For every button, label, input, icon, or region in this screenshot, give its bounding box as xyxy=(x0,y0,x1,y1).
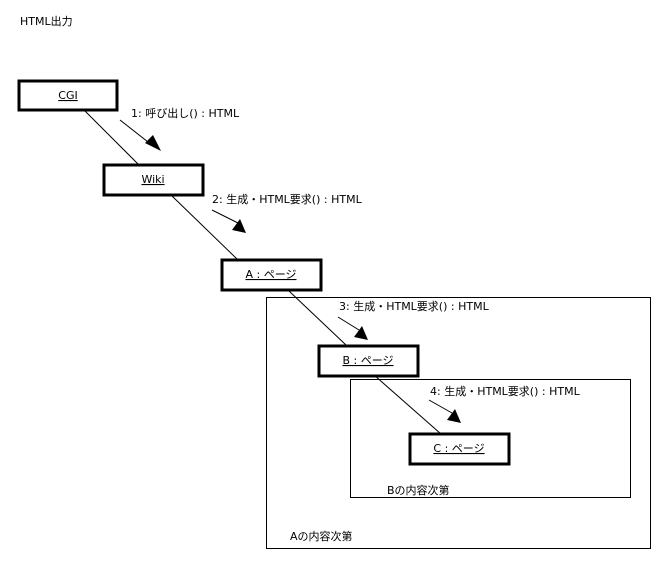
object-a-page[interactable]: A : ページ xyxy=(220,258,323,292)
message-label-3: 3: 生成・HTML要求() : HTML xyxy=(339,299,490,313)
frame-a-label: Aの内容次第 xyxy=(290,529,353,543)
message-arrow-1 xyxy=(119,119,161,151)
object-wiki[interactable]: Wiki xyxy=(102,163,205,197)
svg-text:C : ページ: C : ページ xyxy=(433,442,484,455)
link-b-c xyxy=(373,374,442,435)
frame-b xyxy=(350,379,631,498)
object-cgi[interactable]: CGI xyxy=(17,79,119,112)
message-arrow-3 xyxy=(337,316,368,340)
message-label-2: 2: 生成・HTML要求() : HTML xyxy=(212,192,363,206)
link-a-b xyxy=(288,290,347,346)
object-b-page[interactable]: B : ページ xyxy=(317,344,420,378)
frame-b-label: Bの内容次第 xyxy=(387,483,450,497)
svg-text:Wiki: Wiki xyxy=(141,173,164,186)
object-c-page[interactable]: C : ページ xyxy=(408,432,511,466)
diagram-title: HTML出力 xyxy=(20,14,73,28)
link-wiki-a xyxy=(171,195,238,260)
svg-text:CGI: CGI xyxy=(58,89,77,102)
message-arrow-4 xyxy=(428,399,461,423)
svg-text:A : ページ: A : ページ xyxy=(245,268,296,281)
svg-text:B : ページ: B : ページ xyxy=(342,354,393,367)
frame-a xyxy=(266,297,651,549)
link-cgi-wiki xyxy=(83,109,139,165)
message-label-1: 1: 呼び出し() : HTML xyxy=(131,106,240,120)
message-label-4: 4: 生成・HTML要求() : HTML xyxy=(430,384,581,398)
message-arrow-2 xyxy=(211,209,246,233)
